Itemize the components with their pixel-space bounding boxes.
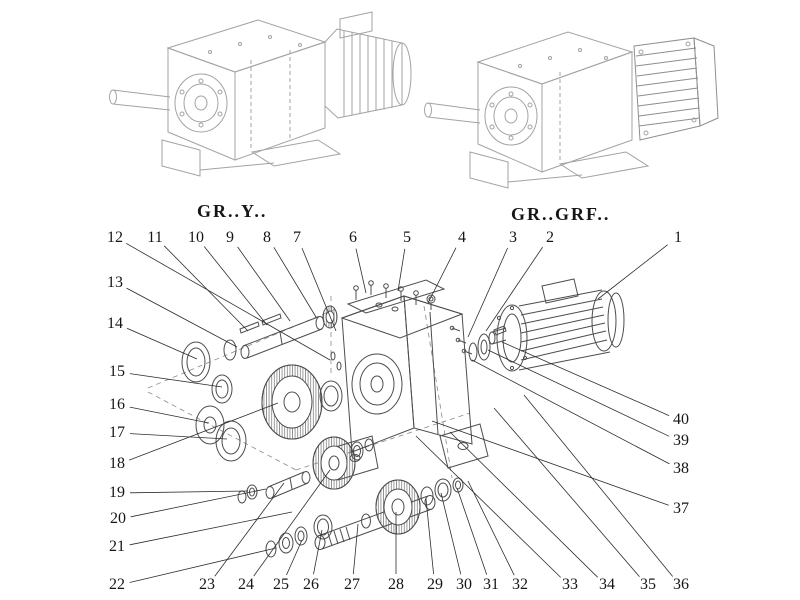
leader-line-3: [467, 247, 508, 338]
leader-line-36: [523, 394, 674, 577]
leader-line-1: [597, 244, 668, 300]
leader-line-2: [485, 246, 543, 332]
leader-line-7: [301, 247, 337, 332]
leader-line-8: [273, 247, 317, 318]
leader-line-33: [415, 435, 561, 578]
motor: [488, 278, 625, 372]
leader-line-16: [129, 406, 210, 424]
leader-line-37: [431, 420, 669, 506]
leader-line-38: [471, 359, 670, 465]
leader-line-23: [214, 482, 285, 577]
leader-line-30: [440, 492, 462, 575]
intermediate-shaft-parts: [237, 471, 311, 504]
leader-line-31: [456, 487, 488, 575]
leader-line-39: [487, 349, 670, 437]
leader-line-24: [253, 469, 331, 577]
leader-line-11: [163, 245, 249, 332]
second-gear-parts: [312, 436, 374, 490]
leader-line-12: [126, 243, 331, 361]
leader-line-5: [397, 248, 406, 292]
input-shaft-parts: [239, 305, 338, 359]
leader-line-25: [286, 539, 303, 576]
leader-line-17: [129, 433, 228, 440]
leader-line-40: [501, 341, 670, 416]
left-bearing-stack: [181, 339, 247, 462]
callout-leader-lines: [126, 243, 674, 583]
leader-line-34: [449, 431, 598, 578]
variant-label-gr-grf: GR..GRF..: [511, 204, 611, 224]
leader-line-32: [467, 480, 515, 576]
leader-line-29: [425, 498, 434, 575]
leader-line-9: [237, 246, 291, 322]
leader-line-20: [130, 488, 267, 518]
coupling-parts: [449, 325, 507, 362]
output-shaft-parts: [265, 477, 464, 558]
leader-line-19: [129, 490, 249, 494]
assembly-drawing-gr-y: [109, 11, 412, 177]
leader-line-26: [313, 529, 323, 575]
leader-line-4: [427, 247, 457, 304]
leader-line-21: [129, 511, 293, 546]
leader-line-15: [129, 373, 223, 388]
leader-line-18: [129, 402, 279, 461]
large-gear: [261, 364, 343, 440]
leader-line-35: [493, 407, 640, 577]
variant-label-gr-y: GR..Y..: [197, 201, 268, 221]
leader-line-27: [352, 523, 359, 575]
leader-line-10: [203, 246, 268, 326]
leader-line-6: [355, 248, 367, 294]
leader-line-22: [129, 547, 277, 583]
leader-line-13: [126, 287, 238, 348]
leader-line-14: [126, 327, 198, 360]
exploded-view: [147, 278, 625, 558]
gearbox-housing: [330, 279, 489, 481]
assembly-drawing-gr-grf: [424, 31, 719, 189]
